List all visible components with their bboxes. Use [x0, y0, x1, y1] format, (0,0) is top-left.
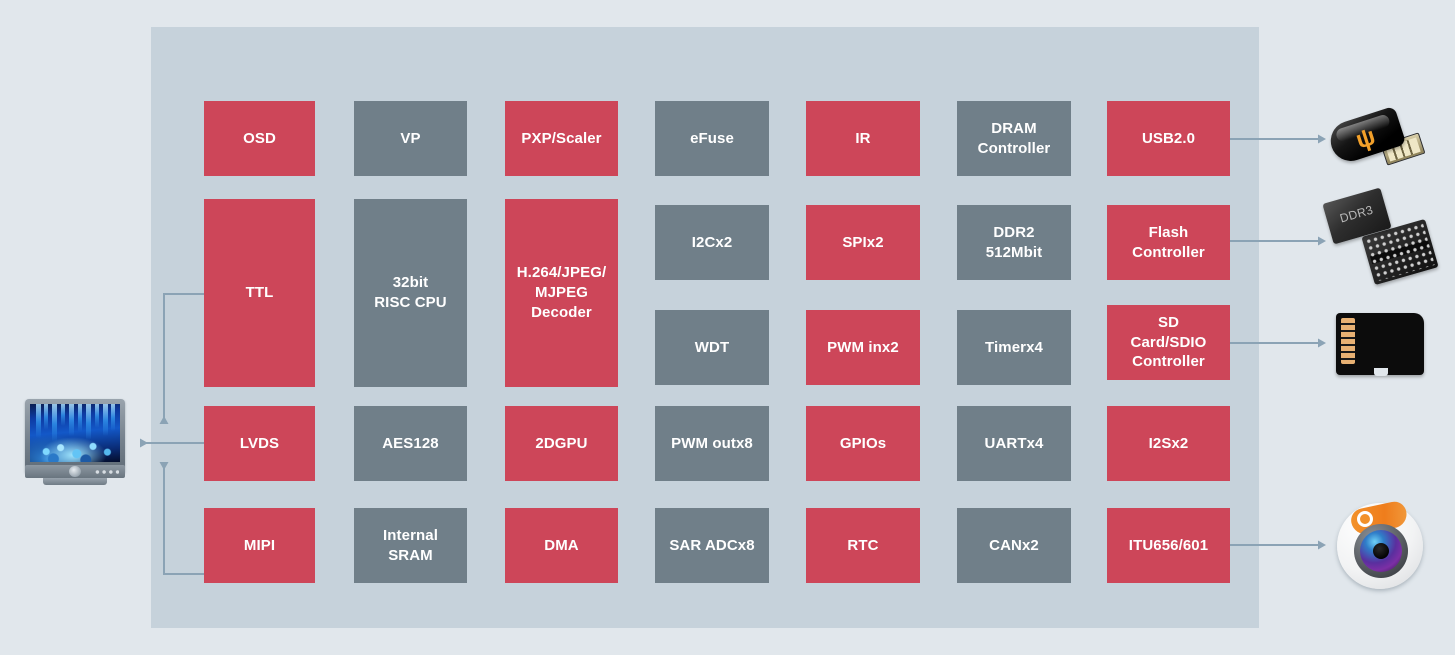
block-efuse[interactable]: eFuse [655, 101, 769, 176]
block-label: eFuse [690, 129, 734, 147]
block-gpios[interactable]: GPIOs [806, 406, 920, 481]
block-usb20[interactable]: USB2.0 [1107, 101, 1230, 176]
block-label: VP [400, 129, 421, 147]
block-label: H.264/JPEG/ MJPEG Decoder [516, 264, 607, 321]
block-label: DMA [544, 536, 579, 554]
block-label: DRAM Controller [977, 119, 1051, 157]
block-label: GPIOs [839, 434, 887, 452]
block-label: WDT [694, 338, 730, 356]
block-osd[interactable]: OSD [204, 101, 315, 176]
block-i2cx2[interactable]: I2Cx2 [655, 205, 769, 280]
camera-lens-ring [1354, 524, 1408, 578]
block-spix2[interactable]: SPIx2 [806, 205, 920, 280]
block-mipi[interactable]: MIPI [204, 508, 315, 583]
block-label: Flash Controller [1132, 223, 1205, 261]
block-rtc[interactable]: RTC [806, 508, 920, 583]
block-aes128[interactable]: AES128 [354, 406, 467, 481]
micro-sd-card-icon [1336, 313, 1426, 377]
block-2dgpu[interactable]: 2DGPU [505, 406, 618, 481]
block-label: PXP/Scaler [521, 129, 602, 147]
block-i2sx2[interactable]: I2Sx2 [1107, 406, 1230, 481]
block-label: 32bit RISC CPU [374, 274, 447, 311]
block-risc-cpu[interactable]: 32bit RISC CPU [354, 199, 467, 387]
monitor-screen [30, 404, 120, 462]
block-label: USB2.0 [1141, 129, 1196, 147]
monitor-led-row [95, 470, 119, 474]
block-label: CANx2 [989, 536, 1039, 554]
block-label: I2Cx2 [691, 233, 733, 251]
block-ttl[interactable]: TTL [204, 199, 315, 387]
block-label: PWM outx8 [671, 434, 753, 452]
block-ir[interactable]: IR [806, 101, 920, 176]
block-h264-decoder[interactable]: H.264/JPEG/ MJPEG Decoder [505, 199, 618, 387]
block-label: SD Card/SDIO Controller [1130, 313, 1207, 371]
block-timerx4[interactable]: Timerx4 [957, 310, 1071, 385]
block-dram-controller[interactable]: DRAM Controller [957, 101, 1071, 176]
sd-card-contacts [1341, 318, 1355, 364]
block-label: RTC [847, 536, 879, 554]
block-canx2[interactable]: CANx2 [957, 508, 1071, 583]
block-label: TTL [245, 284, 274, 302]
block-dma[interactable]: DMA [505, 508, 618, 583]
camera-module-icon [1337, 499, 1423, 589]
block-label: I2Sx2 [1148, 434, 1189, 452]
block-label: AES128 [382, 434, 439, 452]
display-monitor-icon [25, 399, 125, 485]
block-itu656-601[interactable]: ITU656/601 [1107, 508, 1230, 583]
block-internal-sram[interactable]: Internal SRAM [354, 508, 467, 583]
block-sar-adcx8[interactable]: SAR ADCx8 [655, 508, 769, 583]
block-label: PWM inx2 [827, 338, 899, 356]
block-label: UARTx4 [984, 434, 1044, 452]
camera-shutter-button [1357, 511, 1373, 527]
camera-lens [1360, 530, 1402, 572]
block-label: MIPI [243, 536, 276, 554]
block-uartx4[interactable]: UARTx4 [957, 406, 1071, 481]
block-label: Internal SRAM [383, 526, 438, 564]
block-pwm-inx2[interactable]: PWM inx2 [806, 310, 920, 385]
monitor-stand [43, 478, 107, 485]
block-pxp-scaler[interactable]: PXP/Scaler [505, 101, 618, 176]
block-label: DDR2 512Mbit [985, 223, 1043, 261]
block-label: OSD [243, 129, 276, 147]
block-flash-controller[interactable]: Flash Controller [1107, 205, 1230, 280]
block-label: Timerx4 [985, 338, 1043, 356]
block-label: SAR ADCx8 [669, 536, 755, 554]
block-vp[interactable]: VP [354, 101, 467, 176]
block-pwm-outx8[interactable]: PWM outx8 [655, 406, 769, 481]
block-wdt[interactable]: WDT [655, 310, 769, 385]
sd-card-body [1336, 313, 1424, 376]
ddr3-memory-icon: DDR3 [1322, 187, 1445, 290]
block-label: ITU656/601 [1128, 536, 1209, 554]
block-label: SPIx2 [842, 233, 884, 251]
ddr3-chip-label: DDR3 [1338, 202, 1375, 226]
block-label: LVDS [239, 434, 280, 452]
block-label: 2DGPU [535, 434, 588, 452]
block-label: IR [855, 129, 871, 147]
monitor-power-button[interactable] [69, 466, 81, 477]
block-ddr2-512mbit[interactable]: DDR2 512Mbit [957, 205, 1071, 280]
block-sd-card-sdio-controller[interactable]: SD Card/SDIO Controller [1107, 305, 1230, 380]
usb-flash-drive-icon: ψ [1325, 104, 1434, 174]
block-lvds[interactable]: LVDS [204, 406, 315, 481]
